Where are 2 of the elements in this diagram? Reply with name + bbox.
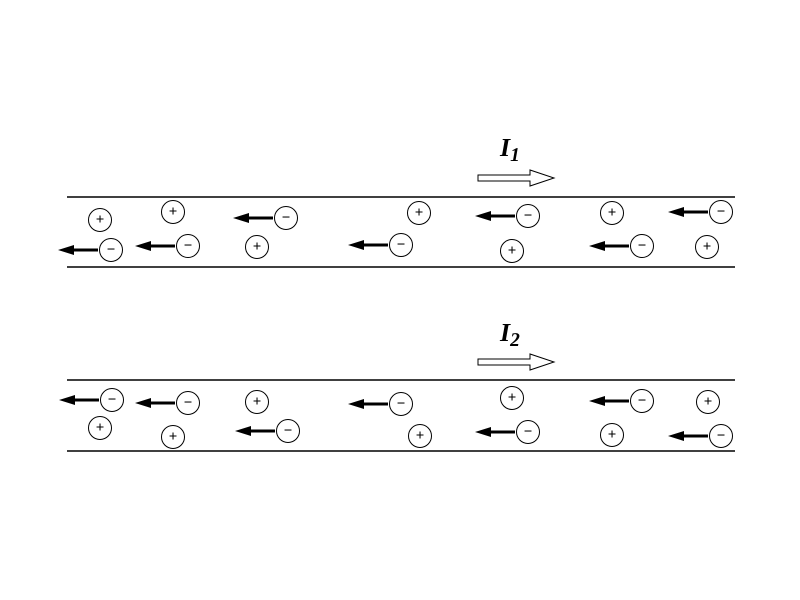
current-label: I$_{1}$ — [500, 135, 520, 161]
current-label: I$_{2}$ — [500, 320, 520, 346]
